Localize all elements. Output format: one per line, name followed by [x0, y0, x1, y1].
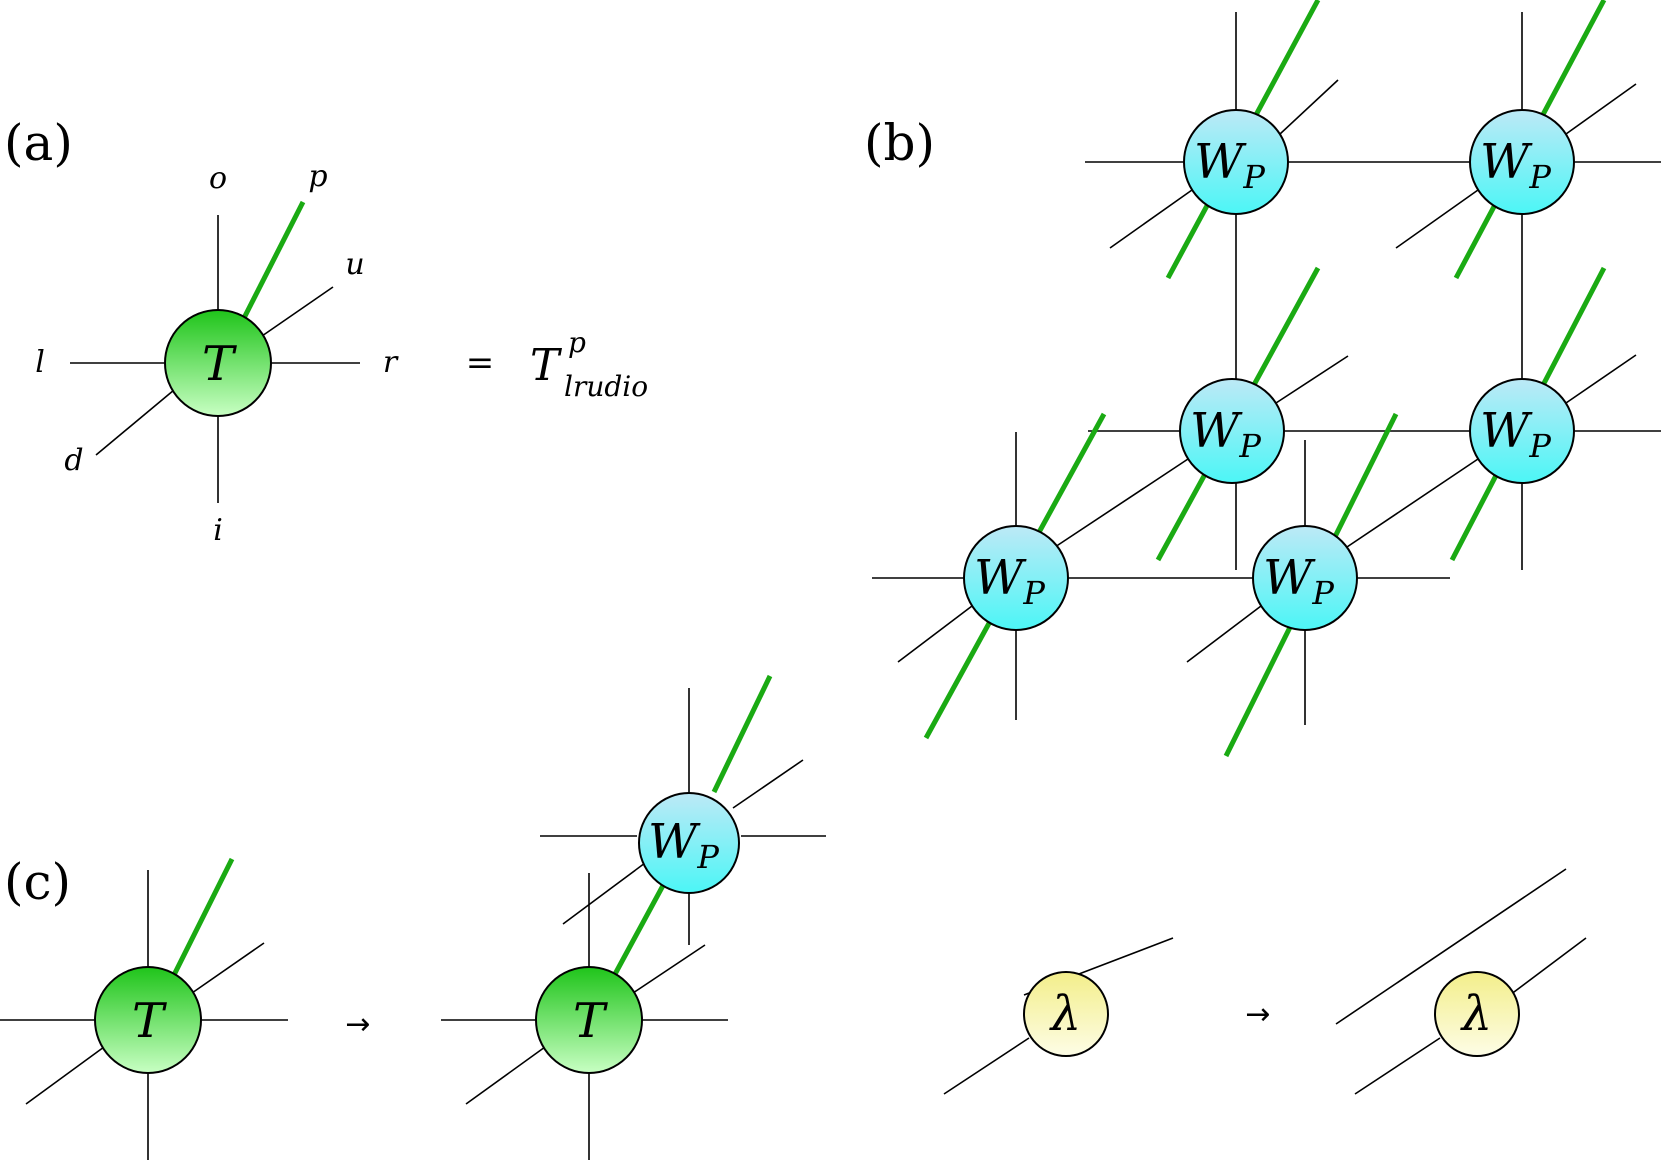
projector-WP-label: WP: [648, 814, 719, 876]
lambda-node: [1434, 971, 1520, 1057]
leg-p-physical: [240, 200, 306, 322]
projector-WP-node: [1469, 109, 1575, 215]
tensor-T-node: [94, 966, 202, 1074]
arrow-right-transform: →: [1245, 997, 1270, 1032]
equation-superscript: p: [568, 326, 586, 359]
t-leg-diagonal-down: [465, 1046, 546, 1105]
lattice-bond: [1343, 458, 1479, 550]
projector-subscript: P: [1311, 574, 1334, 612]
leg-diagonal-up: [191, 942, 265, 994]
lambda-symbol: λ: [1460, 986, 1492, 1042]
tensor-equation: T p lrudio: [530, 326, 648, 403]
projector-subscript: P: [1528, 158, 1551, 196]
lattice-bond: [1186, 605, 1262, 663]
leg-label-r: r: [383, 345, 399, 380]
leg-d: [95, 389, 175, 456]
wp-leg-diagonal-up: [732, 759, 804, 809]
projector-symbol: W: [1190, 403, 1243, 459]
projector-subscript: P: [1242, 158, 1265, 196]
panel-label-b: (b): [864, 114, 935, 172]
tensor-T-node: [535, 966, 643, 1074]
panel-c-left-tensor: T: [0, 857, 288, 1160]
projector-symbol: W: [1480, 134, 1533, 190]
projector-WP-node: [1469, 378, 1575, 484]
panel-a-tensor: T o p u l r d i = T p lrudio: [35, 159, 648, 548]
lattice-bond: [1279, 79, 1339, 135]
wp-physical-leg: [711, 674, 773, 794]
equals-sign: =: [466, 343, 495, 383]
lattice-bond: [1275, 355, 1349, 404]
projector-WP-label: WP: [974, 550, 1045, 612]
leg-label-p: p: [308, 159, 327, 194]
tensor-T-symbol: T: [573, 993, 608, 1049]
projector-WP-label: WP: [1194, 134, 1265, 196]
leg-physical: [170, 857, 235, 979]
panel-label-a: (a): [4, 114, 73, 172]
lattice-bond: [897, 605, 973, 663]
projector-WP-label: WP: [1190, 403, 1261, 465]
projector-subscript: P: [1528, 427, 1551, 465]
leg-label-o: o: [209, 161, 227, 196]
lambda-node: [1023, 971, 1109, 1057]
panel-c-right-contraction: WP T: [441, 674, 826, 1160]
projector-symbol: W: [974, 550, 1027, 606]
projector-symbol: W: [1194, 134, 1247, 190]
projector-symbol: W: [1263, 550, 1316, 606]
lattice-bond: [1395, 189, 1479, 249]
projector-WP-label: WP: [1480, 403, 1551, 465]
lattice-bond: [1565, 83, 1637, 135]
lattice-bond: [1565, 354, 1637, 404]
lattice-bond: [1109, 189, 1193, 249]
tensor-T-node: [164, 309, 272, 417]
lambda-leg-up: [1509, 937, 1587, 996]
equation-subscript: lrudio: [564, 370, 648, 403]
projector-WP-node: [1183, 109, 1289, 215]
contracted-physical-leg: [611, 878, 669, 978]
panel-label-c: (c): [4, 853, 71, 911]
lambda-leg-down: [943, 1037, 1030, 1095]
projector-symbol: W: [648, 814, 701, 870]
lattice-bond: [1051, 458, 1189, 550]
lambda-leg-down: [1354, 1037, 1441, 1095]
projector-subscript: P: [1238, 427, 1261, 465]
leg-diagonal-down: [25, 1046, 105, 1105]
projector-WP-node: [1252, 525, 1358, 631]
lambda-symbol: λ: [1049, 986, 1081, 1042]
projector-WP-label: WP: [1480, 134, 1551, 196]
tensor-T-symbol: T: [202, 336, 237, 392]
projector-WP-node: [1179, 378, 1285, 484]
lambda-left: λ: [943, 937, 1174, 1095]
projector-subscript: P: [1022, 574, 1045, 612]
t-leg-diagonal-up: [632, 944, 706, 994]
tensor-T-symbol: T: [132, 993, 167, 1049]
leg-label-i: i: [213, 513, 223, 548]
arrow-left-transform: →: [345, 1007, 370, 1042]
projector-WP-node: [638, 792, 740, 894]
equation-base: T: [530, 340, 563, 391]
projector-subscript: P: [696, 838, 719, 876]
leg-u: [261, 286, 334, 337]
leg-label-d: d: [64, 443, 83, 478]
leg-label-u: u: [345, 247, 364, 282]
leg-label-l: l: [35, 345, 45, 380]
projector-WP-node: [963, 525, 1069, 631]
projector-WP-label: WP: [1263, 550, 1334, 612]
lambda-bypass-line: [1335, 868, 1567, 1025]
lambda-right: λ: [1335, 868, 1587, 1095]
wp-leg-diagonal-down: [562, 862, 646, 925]
projector-symbol: W: [1480, 403, 1533, 459]
